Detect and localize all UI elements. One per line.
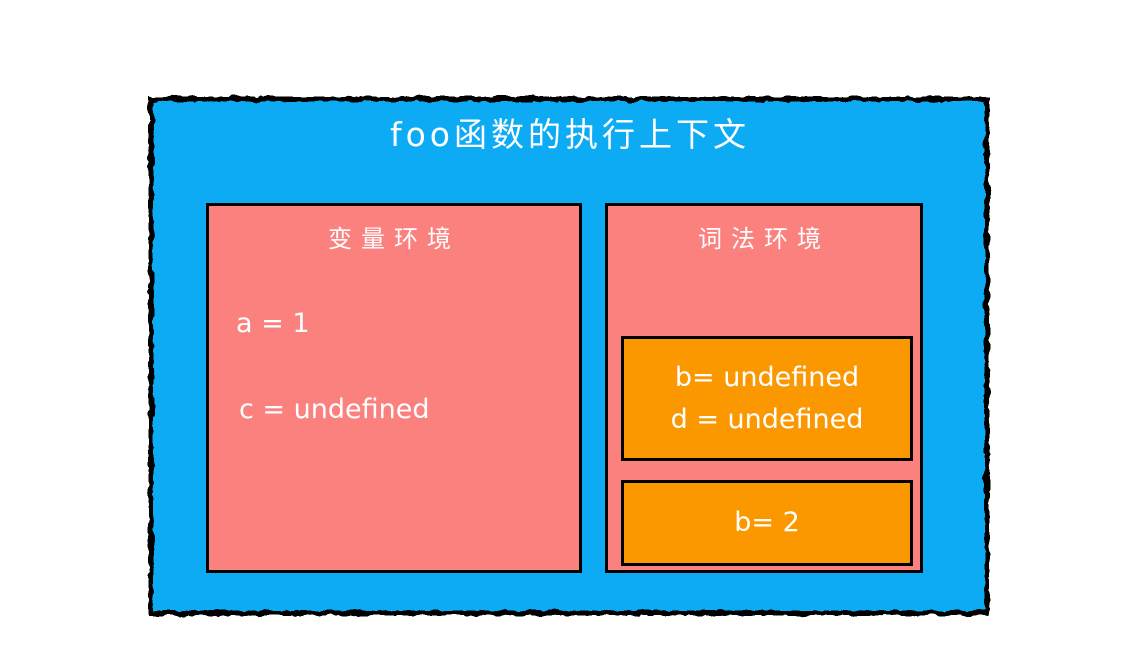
variable-entry-c: c = undefined [239, 394, 430, 425]
lexical-entry-b-2: b= 2 [734, 507, 800, 538]
lexical-entry-b-undefined: b= undefined [674, 361, 860, 393]
lexical-environment-box: 词法环境 b= undefined d = undefined b= 2 [605, 203, 923, 573]
variable-environment-box: 变量环境 a = 1 c = undefined [206, 203, 582, 573]
lexical-environment-label: 词法环境 [698, 225, 830, 253]
lexical-entry-d-undefined: d = undefined [670, 403, 864, 435]
variable-environment-label: 变量环境 [328, 225, 460, 253]
lexical-scope-block-1: b= undefined d = undefined [621, 336, 913, 461]
variable-entry-a: a = 1 [236, 308, 310, 339]
diagram-title: foo函数的执行上下文 [390, 115, 750, 154]
lexical-scope-block-2: b= 2 [621, 480, 913, 566]
